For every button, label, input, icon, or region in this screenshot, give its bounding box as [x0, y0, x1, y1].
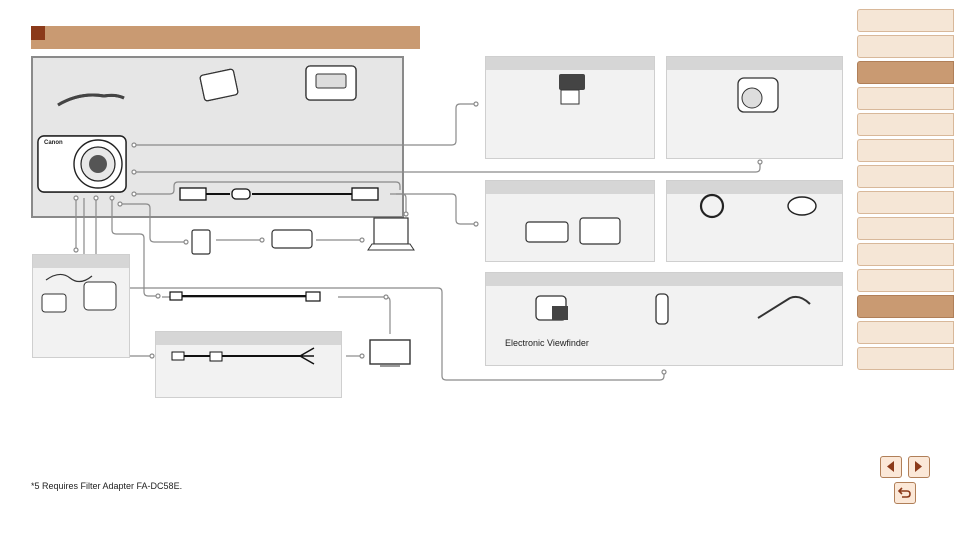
tv-icon [369, 339, 411, 367]
triangle-right-icon [915, 461, 922, 472]
prev-page-button[interactable] [880, 456, 902, 478]
hdmi-cable-icon [169, 291, 321, 302]
chapter-tab[interactable] [857, 113, 954, 136]
battery-icon [199, 68, 239, 102]
chapter-tab[interactable] [857, 139, 954, 162]
ac-adapter-box [32, 254, 130, 358]
chapter-tab[interactable] [857, 347, 954, 370]
line-flash [134, 103, 476, 146]
triangle-left-icon [887, 461, 894, 472]
line-waterproof [134, 162, 761, 173]
return-button[interactable] [894, 482, 916, 504]
usb-cable-icon [179, 187, 379, 201]
line-computer [396, 193, 407, 214]
electronic-viewfinder-label: Electronic Viewfinder [505, 338, 589, 348]
chapter-tab-active[interactable] [857, 295, 954, 318]
section-title-bar [31, 26, 420, 49]
other-accessories-box [485, 272, 843, 366]
chapter-tab[interactable] [857, 269, 954, 292]
filter-hood-box [666, 180, 843, 262]
chapter-tab[interactable] [857, 321, 954, 344]
chapter-tab[interactable] [857, 165, 954, 188]
memory-card-icon [191, 229, 211, 255]
line-printers [390, 193, 476, 225]
waterproof-case-box [666, 56, 843, 159]
line-usb [134, 181, 401, 195]
printers-box [485, 180, 655, 262]
computer-icon [367, 217, 415, 251]
footnote: *5 Requires Filter Adapter FA-DC58E. [31, 481, 183, 491]
return-arrow-icon [897, 487, 911, 498]
flash-box [485, 56, 655, 159]
line-card [120, 203, 186, 243]
strap-icon [57, 93, 125, 107]
next-page-button[interactable] [908, 456, 930, 478]
chapter-tab[interactable] [857, 35, 954, 58]
camera-brand-label: Canon [44, 140, 63, 146]
chapter-tab[interactable] [857, 217, 954, 240]
chapter-tab[interactable] [857, 87, 954, 110]
chapter-tab[interactable] [857, 9, 954, 32]
chapter-tab[interactable] [857, 243, 954, 266]
chapter-tab[interactable] [857, 191, 954, 214]
card-reader-icon [271, 229, 313, 249]
chapter-tab-active[interactable] [857, 61, 954, 84]
av-cable-box [155, 331, 342, 398]
line-hdmi [111, 198, 158, 297]
section-title-marker [31, 26, 45, 40]
